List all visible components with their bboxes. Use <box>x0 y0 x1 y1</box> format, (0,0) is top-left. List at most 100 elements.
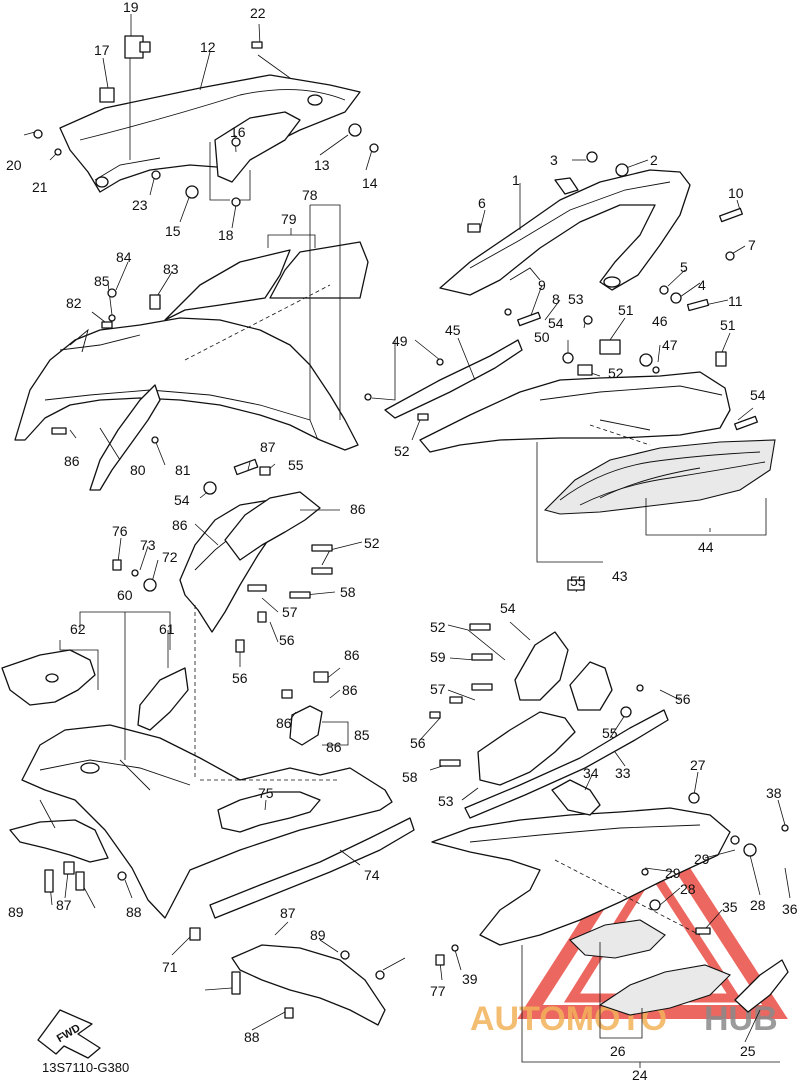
callout-5: 5 <box>680 259 688 275</box>
callout-70: 80 <box>130 462 146 478</box>
callout-85: 87 <box>280 905 296 921</box>
callout-56b: 56 <box>232 670 248 686</box>
inner-panel-part-70 <box>89 384 161 491</box>
callout-50: 54 <box>500 600 516 616</box>
callout-18: 18 <box>218 227 234 243</box>
callout-52b: 55 <box>602 725 618 741</box>
callout-75: 85 <box>94 273 110 289</box>
strip-part-25 <box>734 959 789 1013</box>
callout-11: 11 <box>728 293 743 309</box>
callout-56: 57 <box>282 604 298 620</box>
callout-16: 16 <box>230 124 246 140</box>
callout-4: 4 <box>698 277 706 293</box>
callout-37: 45 <box>445 322 461 338</box>
callout-86c: 89 <box>310 927 326 943</box>
callout-55b: 56 <box>410 735 426 751</box>
callout-86: 87 <box>56 897 72 913</box>
callout-44: 52 <box>394 443 410 459</box>
duct-part-50 <box>514 631 569 701</box>
callout-32b: 36 <box>782 901 798 917</box>
panel-part-54-area <box>569 661 613 711</box>
callout-49: 53 <box>438 793 454 809</box>
small-clip-part-17 <box>99 87 115 103</box>
callout-36: 44 <box>698 539 714 555</box>
callout-80: 86 <box>326 739 342 755</box>
bracket-part-31 <box>551 779 601 816</box>
callout-29b: 29 <box>665 865 681 881</box>
callout-69: 79 <box>281 211 297 227</box>
callout-53: 55 <box>570 573 586 589</box>
callout-83: 86 <box>350 501 366 517</box>
callout-21: 21 <box>32 179 48 195</box>
lower-cowl-part-35 <box>419 371 731 453</box>
decal-part-36 <box>543 439 776 515</box>
duct-part-49 <box>477 711 576 786</box>
callout-56c: 57 <box>430 681 446 697</box>
callout-46: 53 <box>568 291 584 307</box>
callout-66: 76 <box>112 523 128 539</box>
callout-76: 86 <box>64 453 80 469</box>
callout-30: 33 <box>615 765 631 781</box>
callout-25: 25 <box>740 1043 756 1059</box>
callout-82: 86 <box>172 517 188 533</box>
fwd-direction-badge: FWD <box>37 1009 101 1059</box>
callout-9: 9 <box>538 277 546 293</box>
callout-47: 54 <box>548 315 564 331</box>
callout-12: 12 <box>200 39 216 55</box>
callout-23: 23 <box>132 197 148 213</box>
callout-28b: 28 <box>750 897 766 913</box>
bracket-part-65 <box>217 791 321 833</box>
callout-86b: 88 <box>126 904 142 920</box>
callout-51b: 52 <box>430 619 446 635</box>
callout-26: 26 <box>610 1043 626 1059</box>
callout-74: 84 <box>116 249 132 265</box>
callout-7: 7 <box>748 237 756 253</box>
callout-39: 47 <box>662 337 678 353</box>
bracket-part-84 <box>233 458 259 476</box>
callout-labels: 19 22 12 17 20 21 16 13 14 23 15 18 78 7… <box>6 0 798 1082</box>
callout-33: 38 <box>766 785 782 801</box>
decal-part-69 <box>164 241 369 321</box>
callout-54: 55 <box>288 457 304 473</box>
under-cowl-part-24 <box>431 807 731 946</box>
trim-strip-part-37 <box>384 339 523 419</box>
callout-73: 83 <box>163 261 179 277</box>
callout-40: 49 <box>392 333 408 349</box>
callout-67: 77 <box>430 983 446 999</box>
callout-17: 17 <box>94 42 110 58</box>
callout-57b: 59 <box>430 649 446 665</box>
duct-part-83 <box>224 491 321 561</box>
drawing-code: 13S7110-G380 <box>42 1060 129 1075</box>
under-cowl-part-58 <box>21 724 393 919</box>
inner-panel-part-12 <box>59 74 361 193</box>
decal-part-60 <box>1 649 96 706</box>
callout-64: 74 <box>364 867 380 883</box>
callout-56d: 58 <box>402 769 418 785</box>
decal-part-26 <box>569 919 731 1016</box>
callout-19: 19 <box>123 0 139 15</box>
callout-35: 43 <box>612 568 628 584</box>
callout-28: 28 <box>680 881 696 897</box>
callout-58: 60 <box>117 587 133 603</box>
callout-55: 56 <box>279 632 295 648</box>
callout-48: 54 <box>750 387 766 403</box>
callout-31: 34 <box>583 765 599 781</box>
callout-52: 54 <box>174 492 190 508</box>
callout-24: 24 <box>632 1067 648 1082</box>
callout-54b: 56 <box>675 691 691 707</box>
bracket-part-79 <box>289 705 323 746</box>
callout-27: 27 <box>690 757 706 773</box>
callout-61: 71 <box>162 959 178 975</box>
strip-part-30 <box>464 709 669 819</box>
callout-65: 75 <box>258 785 274 801</box>
callout-2: 2 <box>650 152 658 168</box>
callout-14: 14 <box>362 175 378 191</box>
callout-63: 73 <box>140 537 156 553</box>
dashed-guide-lines <box>184 284 701 936</box>
callout-77: 86 <box>344 647 360 663</box>
decal-part-59 <box>137 667 189 731</box>
callout-1: 1 <box>512 172 520 188</box>
panel-part-85 <box>231 944 386 1026</box>
callout-60: 62 <box>70 621 86 637</box>
